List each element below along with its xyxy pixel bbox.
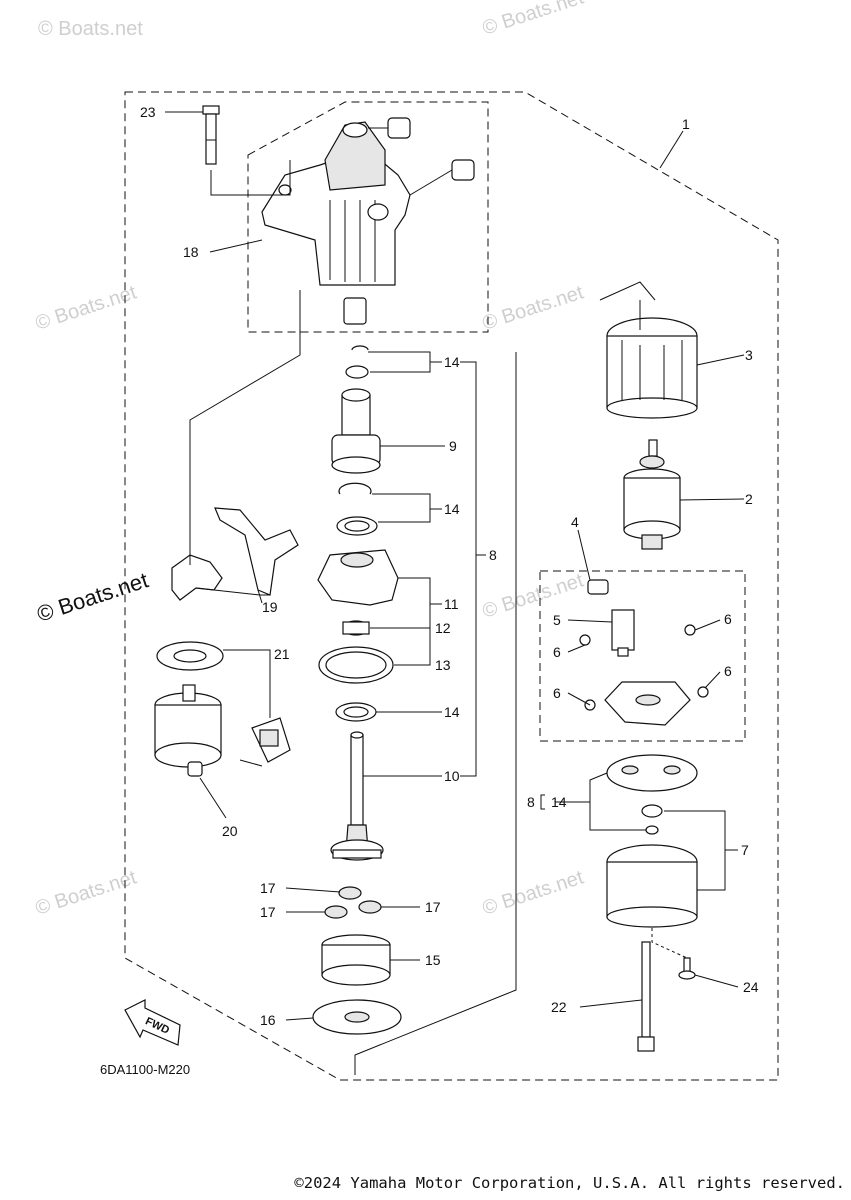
- callout-8: 8: [489, 547, 497, 563]
- circlip-part: [338, 482, 372, 495]
- brush-holder-part: [604, 681, 691, 726]
- solenoid-boundary: [247, 101, 489, 333]
- callout-14: 14: [551, 794, 567, 810]
- bracket-part: [317, 549, 399, 606]
- leader-line: [210, 160, 291, 196]
- watermark: © Boats.net: [480, 569, 587, 622]
- rear-cover-part: [606, 844, 698, 928]
- callout-4: 4: [571, 514, 579, 530]
- callout-14: 14: [444, 354, 460, 370]
- kit-bracket-mark: [540, 794, 545, 810]
- bushing-part: [641, 804, 663, 818]
- screw-part: [678, 957, 696, 980]
- callout-14: 14: [444, 501, 460, 517]
- callout-6: 6: [724, 663, 732, 679]
- watermark-main: © Boats.net: [34, 567, 151, 626]
- brush-holder-boundary: [539, 570, 746, 742]
- watermark: © Boats.net: [38, 18, 143, 40]
- callout-24: 24: [743, 979, 759, 995]
- callout-18: 18: [183, 244, 199, 260]
- through-bolt-part: [637, 941, 655, 1052]
- yoke-part: [606, 317, 698, 419]
- callout-19: 19: [262, 599, 278, 615]
- watermark: © Boats.net: [33, 866, 140, 919]
- planet-gear-part: [358, 900, 382, 914]
- callout-9: 9: [449, 438, 457, 454]
- washer-part: [345, 365, 369, 379]
- terminal-cap-part: [387, 117, 411, 139]
- planetary-shaft-part: [330, 731, 384, 861]
- plate-part: [312, 999, 402, 1035]
- shift-lever-part: [171, 507, 299, 601]
- callout-6: 6: [553, 644, 561, 660]
- callout-10: 10: [444, 768, 460, 784]
- callout-labels: 23 18 1 3 2 4 5 6 6 6 6 14 9 14 8 11 12 …: [140, 104, 759, 1028]
- callout-7: 7: [741, 842, 749, 858]
- watermark: © Boats.net: [33, 281, 140, 334]
- callout-12: 12: [435, 620, 451, 636]
- brush-spring-part: [697, 686, 709, 698]
- watermark: © Boats.net: [480, 866, 587, 919]
- callout-3: 3: [745, 347, 753, 363]
- solenoid-housing-part: [261, 121, 411, 286]
- callout-17: 17: [425, 899, 441, 915]
- callout-1: 1: [682, 116, 690, 132]
- drawing-code: 6DA1100-M220: [100, 1062, 190, 1077]
- planet-gear-part: [338, 886, 362, 900]
- circlip-part: [351, 345, 369, 351]
- callout-2: 2: [745, 491, 753, 507]
- planet-gear-part: [324, 905, 348, 919]
- callout-17: 17: [260, 904, 276, 920]
- callout-22: 22: [551, 999, 567, 1015]
- bolt-part: [202, 105, 220, 165]
- brush-plate-part: [606, 754, 698, 792]
- fwd-arrow-icon: FWD: [124, 999, 181, 1046]
- bushing-part: [343, 297, 367, 325]
- terminal-cap-part: [451, 159, 475, 181]
- callout-6: 6: [724, 611, 732, 627]
- callout-11: 11: [444, 596, 459, 612]
- callout-6: 6: [553, 685, 561, 701]
- watermark: © Boats.net: [480, 281, 587, 334]
- callout-17: 17: [260, 880, 276, 896]
- bracket-21-part: [239, 717, 291, 767]
- callout-21: 21: [274, 646, 290, 662]
- watermark: © Boats.net: [480, 0, 587, 40]
- armature-part: [623, 439, 681, 550]
- callout-13: 13: [435, 657, 451, 673]
- watermark-layer: © Boats.net © Boats.net © Boats.net © Bo…: [33, 0, 587, 920]
- internal-gear-part: [321, 934, 391, 986]
- callout-5: 5: [553, 612, 561, 628]
- brush-spring-part: [579, 634, 591, 646]
- brush-part: [587, 579, 635, 657]
- leader-lines: [165, 111, 745, 1075]
- callout-8: 8: [527, 794, 535, 810]
- callout-14: 14: [444, 704, 460, 720]
- callout-20: 20: [222, 823, 238, 839]
- callout-15: 15: [425, 952, 441, 968]
- brush-spring-part: [684, 624, 696, 636]
- pinion-gear-part: [331, 388, 381, 474]
- solenoid-switch-part: [154, 684, 222, 777]
- callout-23: 23: [140, 104, 156, 120]
- assembly-boundary: [124, 91, 779, 1081]
- copyright-notice: ©2024 Yamaha Motor Corporation, U.S.A. A…: [294, 1174, 845, 1192]
- seal-part: [645, 825, 659, 835]
- callout-16: 16: [260, 1012, 276, 1028]
